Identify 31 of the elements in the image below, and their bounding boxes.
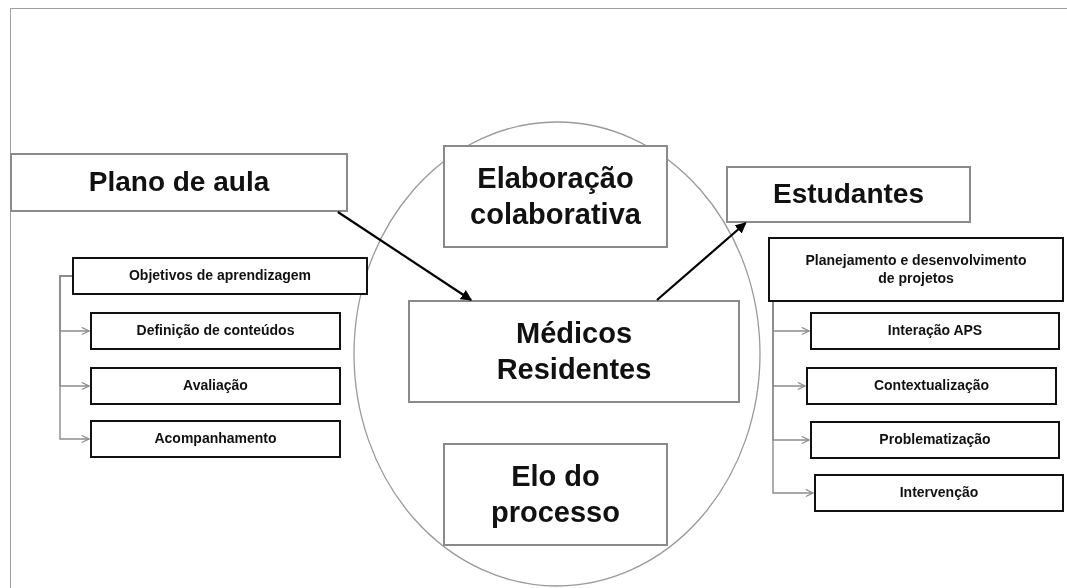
text-box: [90, 420, 341, 458]
text-box: [726, 166, 971, 223]
text-box: [72, 257, 368, 295]
box-label: Problematização: [878, 431, 992, 449]
text-box: [408, 300, 740, 403]
text-box: [810, 312, 1060, 350]
text-box: [90, 367, 341, 405]
box-label: Acompanhamento: [153, 430, 278, 448]
box-label: Planejamento e desenvolvimento de projetos: [804, 252, 1028, 287]
text-box: [806, 367, 1057, 405]
text-box: [814, 474, 1064, 512]
arrow: [772, 301, 814, 498]
box-label: Intervenção: [898, 484, 980, 502]
text-box: [443, 443, 668, 546]
arrow: [59, 275, 90, 444]
text-box: [810, 421, 1060, 459]
box-label: Elo do processo: [490, 459, 621, 530]
arrow: [656, 222, 747, 301]
box-label: Interação APS: [886, 322, 984, 340]
arrow: [337, 211, 472, 301]
text-box: [10, 153, 348, 212]
box-label: Médicos Residentes: [495, 316, 653, 387]
box-label: Elaboração colaborativa: [469, 161, 642, 232]
box-label: Objetivos de aprendizagem: [127, 267, 313, 285]
box-label: Plano de aula: [87, 165, 271, 200]
text-box: [90, 312, 341, 350]
text-box: [768, 237, 1064, 302]
box-label: Estudantes: [772, 177, 925, 212]
box-label: Contextualização: [872, 377, 991, 395]
box-label: Definição de conteúdos: [135, 322, 296, 340]
box-label: Avaliação: [182, 377, 249, 395]
